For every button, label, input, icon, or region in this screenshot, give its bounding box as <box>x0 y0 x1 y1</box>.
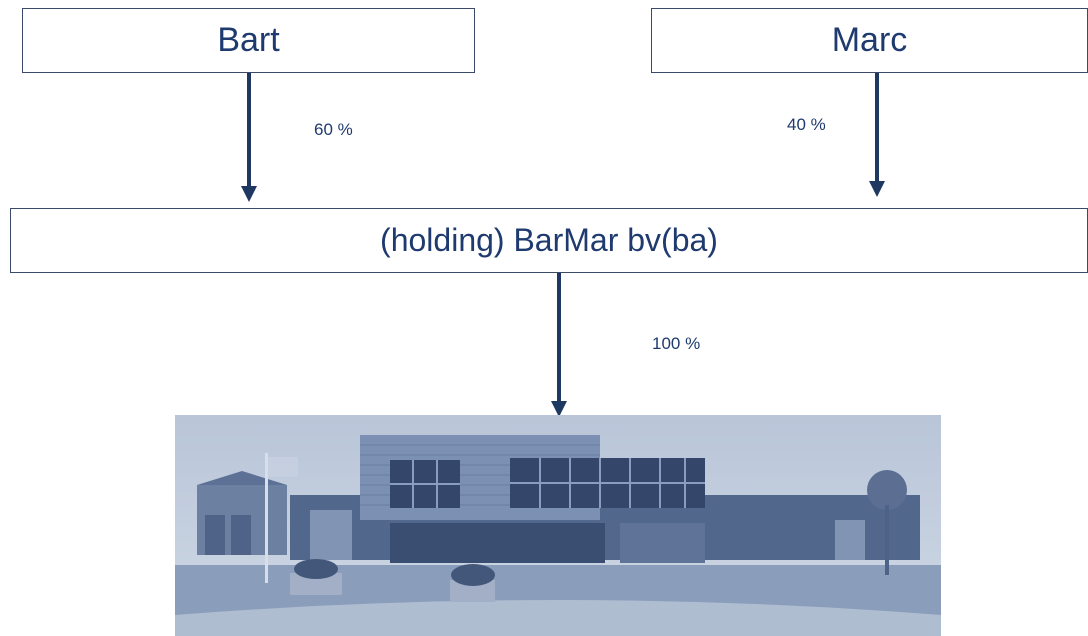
arrowhead-marc <box>869 181 885 197</box>
arrowhead-bart <box>241 186 257 202</box>
building-photo <box>175 415 941 636</box>
